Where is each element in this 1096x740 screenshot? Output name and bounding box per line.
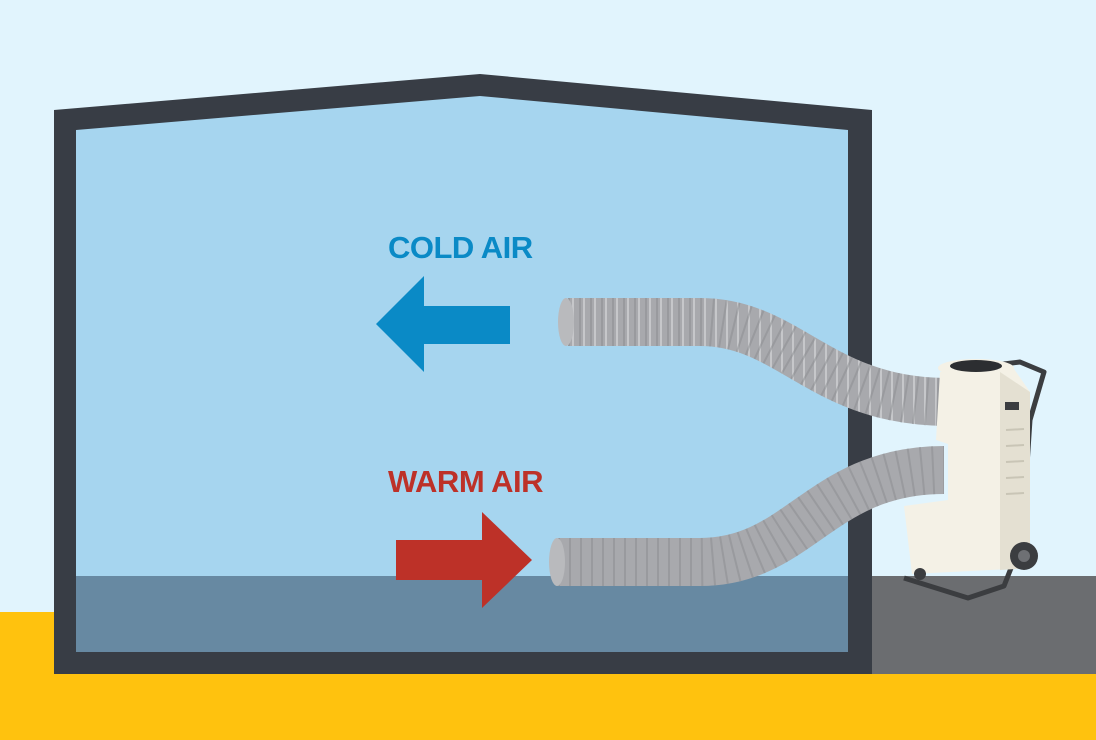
cold-air-label: COLD AIR <box>388 230 533 265</box>
cold-duct-outlet <box>558 298 574 346</box>
warm-duct-inlet <box>549 538 565 586</box>
warm-air-arrow-icon <box>396 512 532 608</box>
portable-air-conditioner-icon <box>903 359 1047 601</box>
warm-air-duct <box>549 446 945 586</box>
cold-air-arrow-icon <box>376 276 510 372</box>
warm-air-label: WARM AIR <box>388 464 544 499</box>
building-floor <box>76 576 848 652</box>
cold-air-duct <box>558 298 949 426</box>
